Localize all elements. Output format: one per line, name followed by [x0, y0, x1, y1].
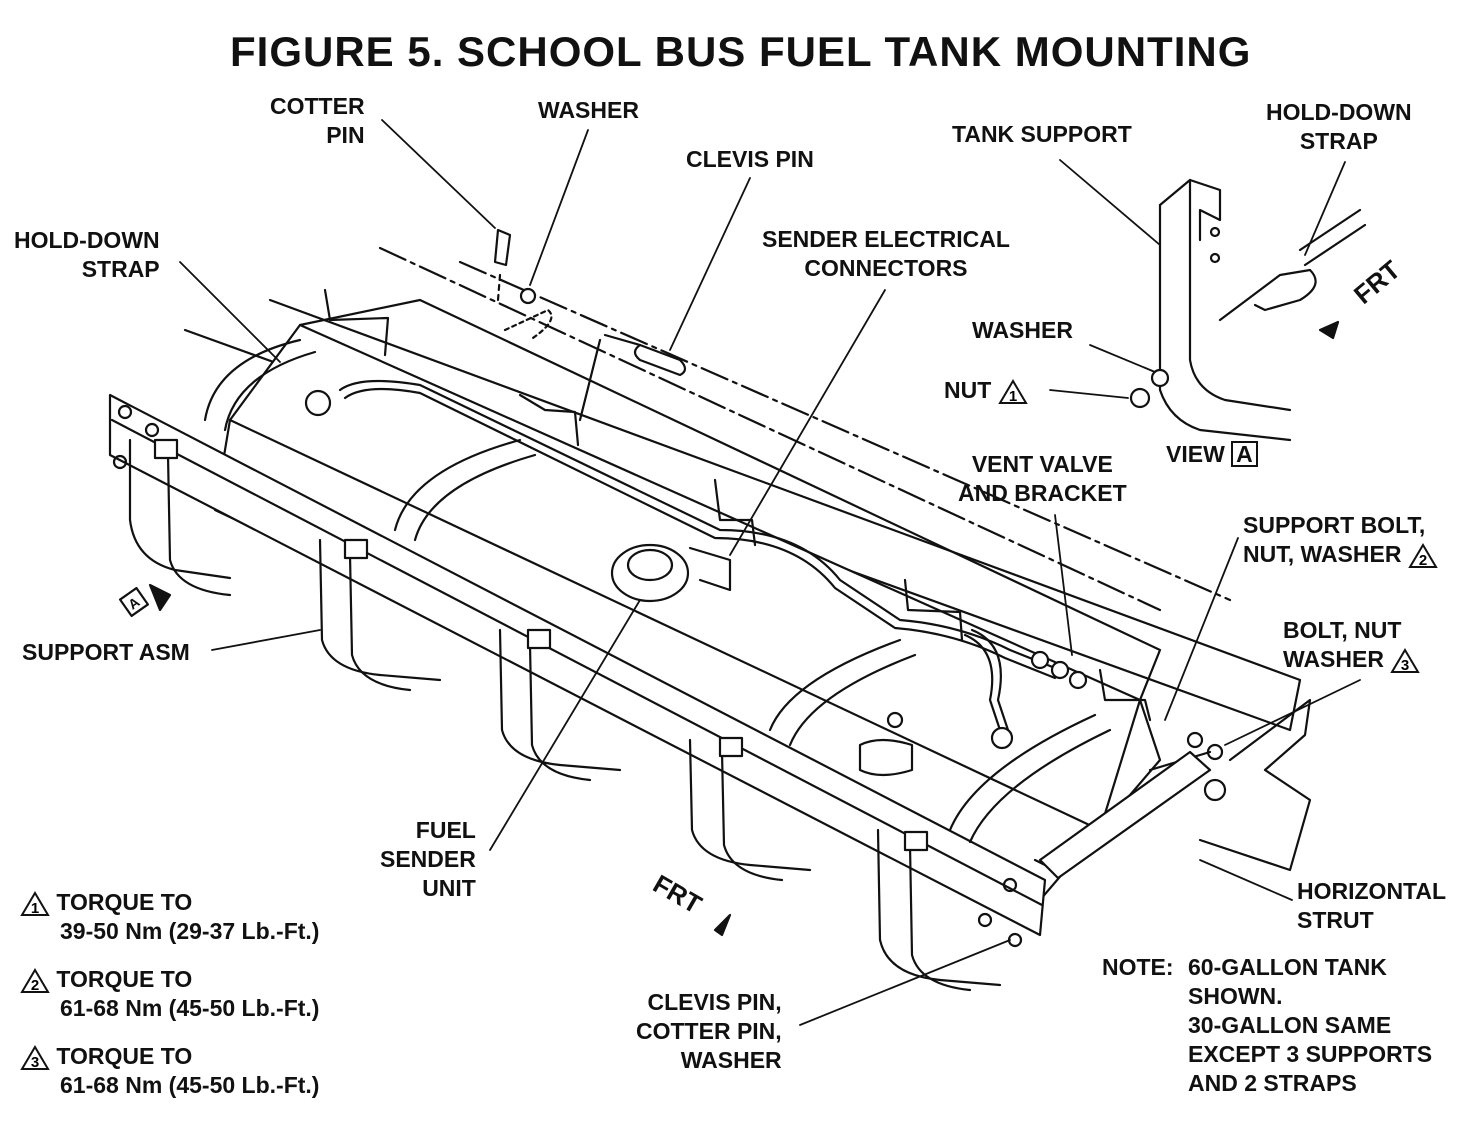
view-a-detail — [1129, 178, 1367, 442]
label-nut: NUT 1 — [944, 376, 1028, 405]
frame-centerline-2 — [458, 260, 1232, 602]
triangle-ref-3-icon: 3 — [1390, 647, 1421, 674]
note-block: NOTE: 60-GALLON TANK SHOWN. 30-GALLON SA… — [1102, 954, 1433, 1096]
torque-note-2: 2 TORQUE TO 61-68 Nm (45-50 Lb.-Ft.) — [20, 965, 319, 1023]
label-clevis-pin: CLEVIS PIN — [686, 146, 814, 172]
label-clevis-group: CLEVIS PIN,COTTER PIN,WASHER — [636, 989, 782, 1073]
svg-text:3: 3 — [1401, 657, 1409, 674]
triangle-ref-3-icon: 3 — [20, 1044, 50, 1071]
svg-text:3: 3 — [31, 1054, 39, 1071]
fuel-sender-unit — [610, 543, 732, 603]
svg-text:2: 2 — [31, 977, 39, 994]
label-support-bolt: SUPPORT BOLT, NUT, WASHER 2 — [1243, 511, 1438, 569]
label-tank-support: TANK SUPPORT — [952, 121, 1132, 147]
label-washer-top: WASHER — [538, 97, 639, 123]
torque-note-1: 1 TORQUE TO 39-50 Nm (29-37 Lb.-Ft.) — [20, 888, 319, 946]
note-prefix: NOTE: — [1102, 954, 1174, 980]
triangle-ref-1-icon: 1 — [997, 378, 1028, 405]
triangle-ref-1-icon: 1 — [20, 890, 50, 917]
torque-note-3: 3 TORQUE TO 61-68 Nm (45-50 Lb.-Ft.) — [20, 1042, 319, 1100]
label-bolt-nut: BOLT, NUT WASHER 3 — [1283, 616, 1421, 674]
label-view-a: VIEW A — [1166, 440, 1258, 469]
frame-rail-end — [1198, 698, 1312, 872]
label-support-asm: SUPPORT ASM — [22, 639, 190, 665]
front-support-rail — [108, 393, 1047, 948]
fuel-lines — [304, 379, 1088, 750]
leader-lines — [179, 119, 1361, 1026]
vent-tap — [858, 711, 914, 777]
exploded-parts — [493, 228, 687, 422]
svg-text:1: 1 — [1009, 388, 1017, 405]
horizontal-strut — [1033, 731, 1227, 880]
frt-arrow-lower — [713, 913, 732, 937]
triangle-ref-2-icon: 2 — [1408, 542, 1438, 569]
view-a-pointer — [118, 583, 172, 618]
frt-arrow-upper — [1318, 320, 1340, 340]
label-washer-view: WASHER — [972, 317, 1073, 343]
svg-text:1: 1 — [31, 900, 39, 917]
frame-centerline — [378, 246, 1162, 612]
triangle-ref-2-icon: 2 — [20, 967, 50, 994]
figure-title: FIGURE 5. SCHOOL BUS FUEL TANK MOUNTING — [230, 28, 1252, 75]
hold-down-straps — [203, 338, 1112, 844]
svg-text:2: 2 — [1419, 552, 1427, 569]
support-hangers — [128, 438, 1002, 992]
